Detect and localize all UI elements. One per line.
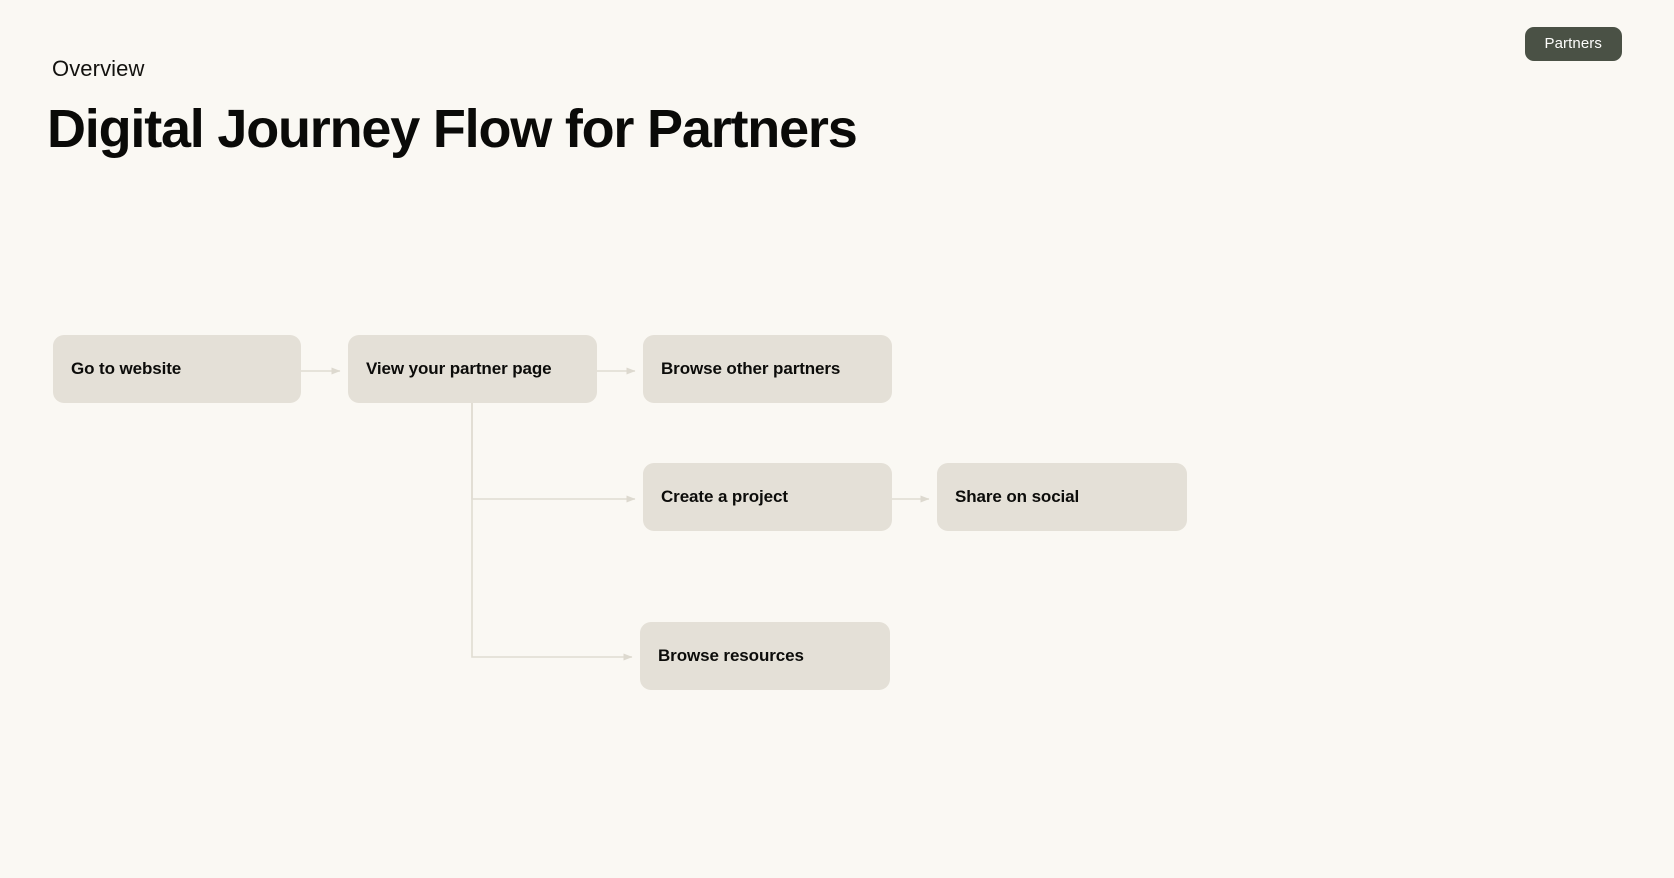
page-header: Overview Digital Journey Flow for Partne… [47,56,1247,159]
flow-node-share-on-social[interactable]: Share on social [937,463,1187,531]
edge-partnerpage-to-createproject [471,403,636,503]
flow-node-go-to-website[interactable]: Go to website [53,335,301,403]
flow-node-label: Share on social [955,486,1080,506]
flow-node-browse-other-partners[interactable]: Browse other partners [643,335,892,403]
flow-node-view-partner-page[interactable]: View your partner page [348,335,597,403]
page-title: Digital Journey Flow for Partners [47,99,858,160]
overview-eyebrow: Overview [52,56,145,81]
flow-node-create-a-project[interactable]: Create a project [643,463,892,531]
edge-partnerpage-to-browseresources [471,403,633,661]
flow-node-label: Browse resources [658,645,804,665]
partners-badge[interactable]: Partners [1524,27,1622,62]
flow-node-label: View your partner page [366,358,552,378]
flow-node-label: Create a project [661,486,788,506]
flow-node-browse-resources[interactable]: Browse resources [640,622,890,690]
flow-node-label: Browse other partners [661,358,841,378]
flow-node-label: Go to website [71,358,182,378]
